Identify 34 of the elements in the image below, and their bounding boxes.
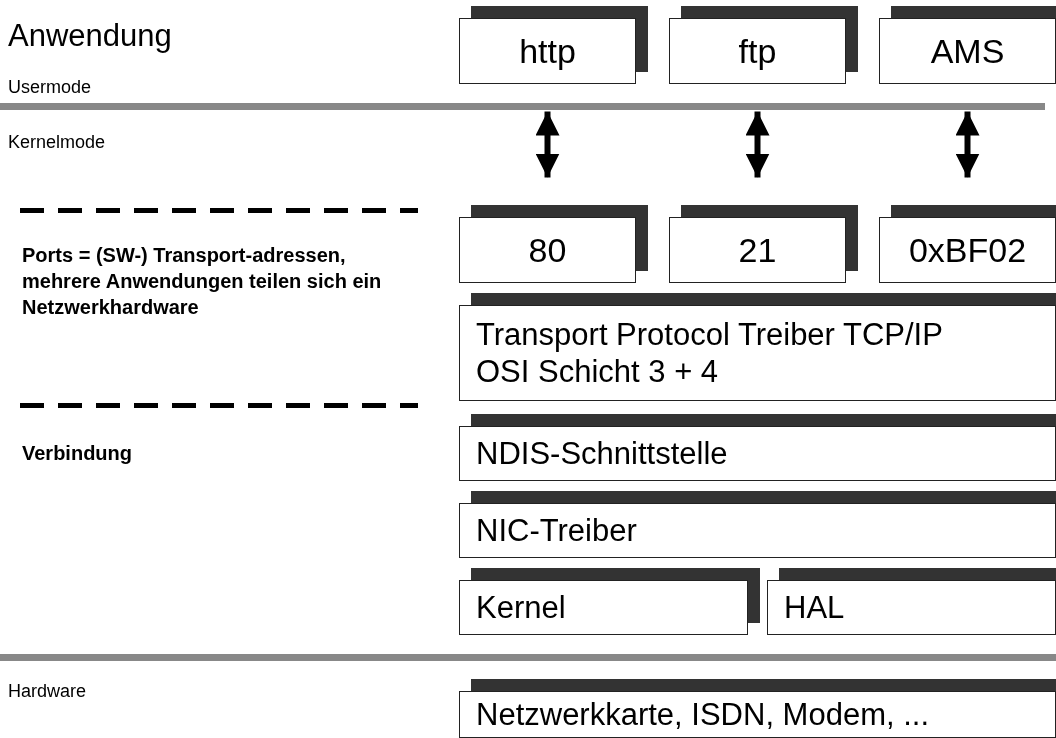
layer-box xyxy=(459,6,648,84)
layer-box xyxy=(459,205,648,283)
double-arrow xyxy=(745,111,770,178)
note-text: Ports = (SW-) Transport-adressen, mehrere Anwendungen teilen sich ein Netzwerkhardware xyxy=(22,243,383,320)
layer-label: HAL xyxy=(784,588,845,627)
layer-box xyxy=(669,205,858,283)
layer-label: 0xBF02 xyxy=(908,229,1027,271)
layer-label: ftp xyxy=(738,30,777,72)
layer-label: Transport Protocol Treiber TCP/IP xyxy=(476,315,943,353)
layer-box xyxy=(459,293,1056,401)
section-label: Verbindung xyxy=(22,441,132,466)
layer-label: Netzwerkkarte, ISDN, Modem, ... xyxy=(476,695,930,734)
double-arrow xyxy=(535,111,560,178)
layer-box xyxy=(767,568,1056,635)
layer-box xyxy=(459,568,760,635)
layer-label: Kernel xyxy=(476,588,566,627)
layer-label: OSI Schicht 3 + 4 xyxy=(476,353,719,391)
section-label: Anwendung xyxy=(8,17,172,55)
layer-box xyxy=(459,491,1056,558)
layer-box xyxy=(459,679,1056,738)
layer-label: 21 xyxy=(738,229,777,271)
section-label: Hardware xyxy=(8,680,87,703)
layer-box xyxy=(879,6,1056,84)
layer-label: NDIS-Schnittstelle xyxy=(476,434,728,473)
layer-box xyxy=(669,6,858,84)
layer-label: AMS xyxy=(930,30,1005,72)
section-label: Kernelmode xyxy=(8,131,106,154)
layer-box xyxy=(879,205,1056,283)
layer-label: NIC-Treiber xyxy=(476,511,637,550)
layer-label: 80 xyxy=(528,229,567,271)
layer-label: http xyxy=(519,30,576,72)
double-arrow xyxy=(955,111,980,178)
layer-box xyxy=(459,414,1056,481)
section-label: Usermode xyxy=(8,76,92,99)
